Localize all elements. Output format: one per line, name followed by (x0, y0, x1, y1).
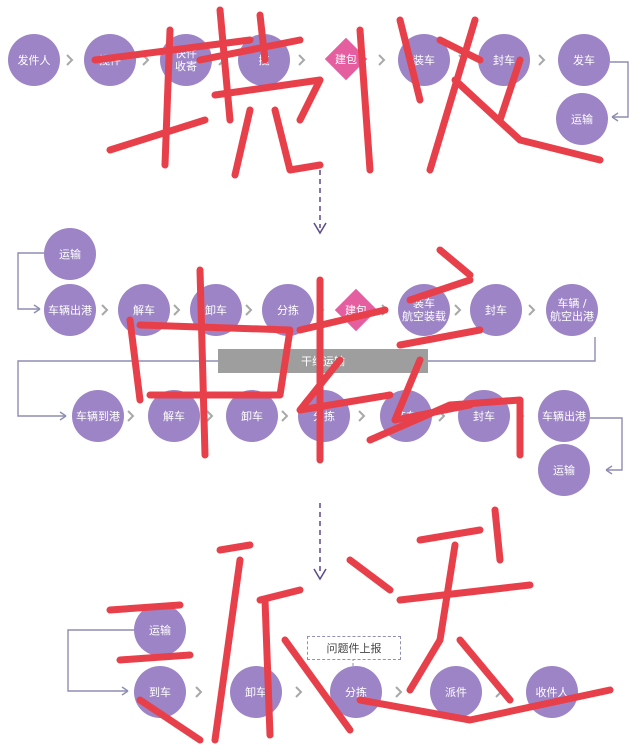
chevron-right-icon (66, 54, 74, 66)
diamond-s1-pack: 建包 (324, 37, 368, 81)
node-s3-3: 派件 (430, 666, 482, 718)
chevron-right-icon (295, 686, 303, 698)
chevron-right-icon (454, 304, 462, 316)
node-s2-r2-6: 车辆出港 (538, 390, 590, 442)
chevron-right-icon (458, 54, 466, 66)
node-s2-transport-bottom: 运输 (538, 444, 590, 496)
node-s2-r2-3: 分拣 (298, 390, 350, 442)
chevron-right-icon (142, 54, 150, 66)
diamond-s1-pack-label: 建包 (335, 53, 357, 66)
node-s1-2: 快件 收寄 (160, 34, 212, 86)
chevron-right-icon (538, 54, 546, 66)
node-s1-5: 装车 (398, 34, 450, 86)
chevron-right-icon (395, 686, 403, 698)
chevron-right-icon (438, 410, 446, 422)
node-s1-1: 揽件 (84, 34, 136, 86)
node-s3-transport: 运输 (134, 604, 186, 656)
node-s2-r1-2: 卸车 (190, 284, 242, 336)
diamond-s2-pack-label: 建包 (345, 304, 367, 317)
node-s3-2: 分拣 (330, 666, 382, 718)
node-s2-r2-1: 解车 (148, 390, 200, 442)
node-s1-0: 发件人 (8, 34, 60, 86)
chevron-right-icon (317, 304, 325, 316)
chevron-right-icon (381, 304, 389, 316)
chevron-right-icon (101, 304, 109, 316)
chevron-right-icon (298, 54, 306, 66)
node-s2-r1-1: 解车 (118, 284, 170, 336)
node-s2-r1-0: 车辆出港 (44, 284, 96, 336)
node-s2-r2-2: 卸车 (226, 390, 278, 442)
problem-report-box: 问题件上报 (307, 636, 401, 660)
chevron-right-icon (358, 410, 366, 422)
node-s1-6: 封车 (478, 34, 530, 86)
node-s2-r1-5: 装车 航空装载 (398, 284, 450, 336)
trunk-transport-bar: 干线运输 (218, 349, 428, 373)
node-s3-1: 卸车 (230, 666, 282, 718)
node-s2-transport-top: 运输 (44, 228, 96, 280)
chevron-right-icon (218, 54, 226, 66)
node-s3-4: 收件人 (526, 666, 578, 718)
chevron-right-icon (281, 410, 289, 422)
node-s1-3: 揽 (238, 34, 290, 86)
node-s2-r1-7: 车辆 / 航空出港 (546, 284, 598, 336)
node-s1-7: 发车 (558, 34, 610, 86)
chevron-right-icon (206, 410, 214, 422)
chevron-right-icon (195, 686, 203, 698)
diamond-s2-pack: 建包 (334, 288, 378, 332)
chevron-right-icon (528, 304, 536, 316)
chevron-right-icon (495, 686, 503, 698)
node-s1-transport: 运输 (556, 93, 608, 145)
chevron-right-icon (127, 410, 135, 422)
chevron-right-icon (173, 304, 181, 316)
node-s2-r1-3: 分拣 (262, 284, 314, 336)
node-s2-r2-4: 装车 (380, 390, 432, 442)
node-s2-r2-0: 车辆到港 (72, 390, 124, 442)
chevron-right-icon (378, 54, 386, 66)
node-s2-r1-6: 封车 (470, 284, 522, 336)
node-s2-r2-5: 封车 (458, 390, 510, 442)
node-s3-0: 到车 (134, 666, 186, 718)
chevron-right-icon (245, 304, 253, 316)
chevron-right-icon (517, 410, 525, 422)
